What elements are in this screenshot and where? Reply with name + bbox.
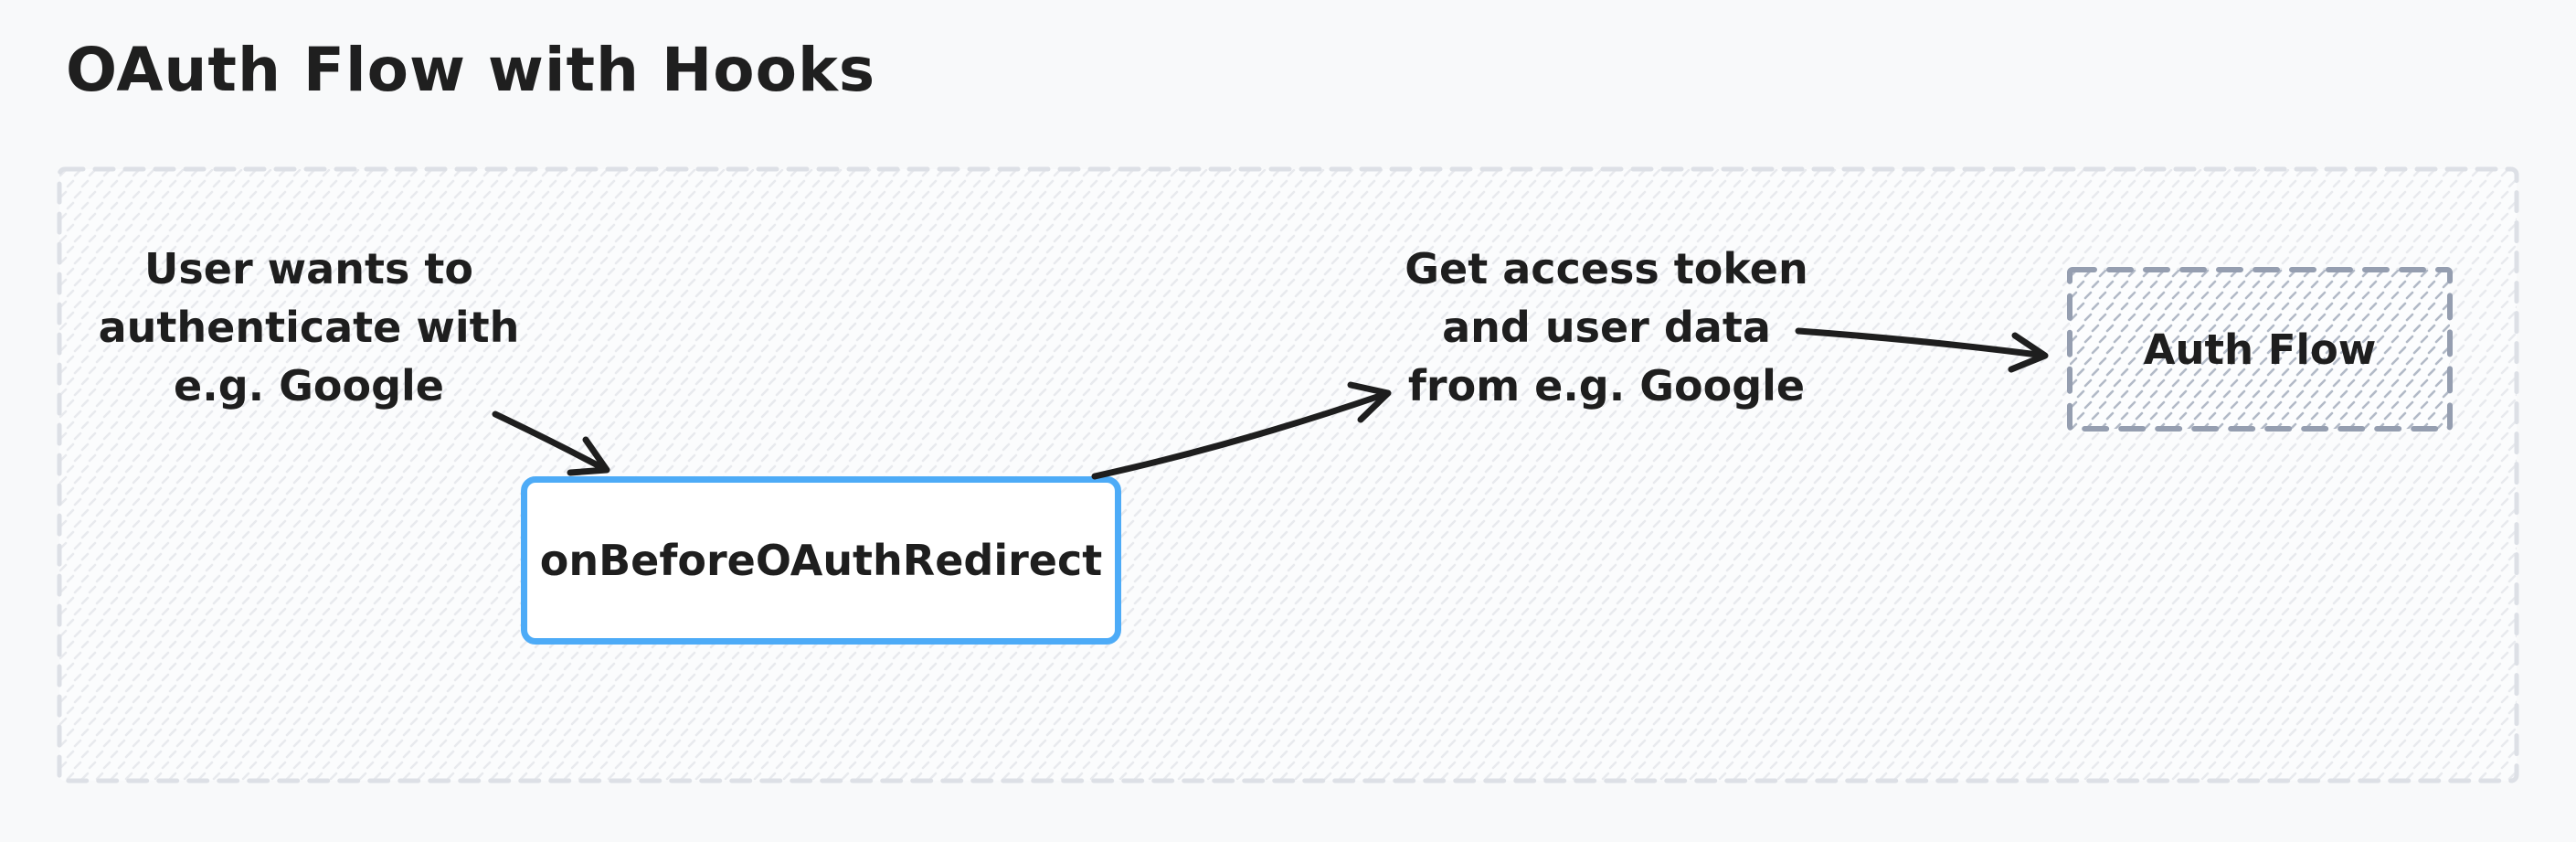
hook-node: onBeforeOAuthRedirect [521, 476, 1121, 645]
auth-flow-node-label: Auth Flow [2143, 325, 2377, 374]
diagram-title: OAuth Flow with Hooks [66, 35, 876, 105]
note-line: User wants to [144, 244, 473, 293]
note-get-token: Get access token and user data from e.g.… [1323, 240, 1890, 415]
auth-flow-node-surface [2067, 267, 2453, 432]
note-user-authenticate: User wants to authenticate with e.g. Goo… [26, 240, 592, 415]
note-line: Get access token [1405, 244, 1808, 293]
note-line: e.g. Google [174, 361, 444, 410]
auth-flow-node: Auth Flow [2067, 267, 2453, 432]
hook-node-label: onBeforeOAuthRedirect [539, 536, 1103, 585]
note-line: from e.g. Google [1407, 361, 1806, 410]
note-line: authenticate with [98, 303, 520, 352]
note-line: and user data [1442, 303, 1771, 352]
